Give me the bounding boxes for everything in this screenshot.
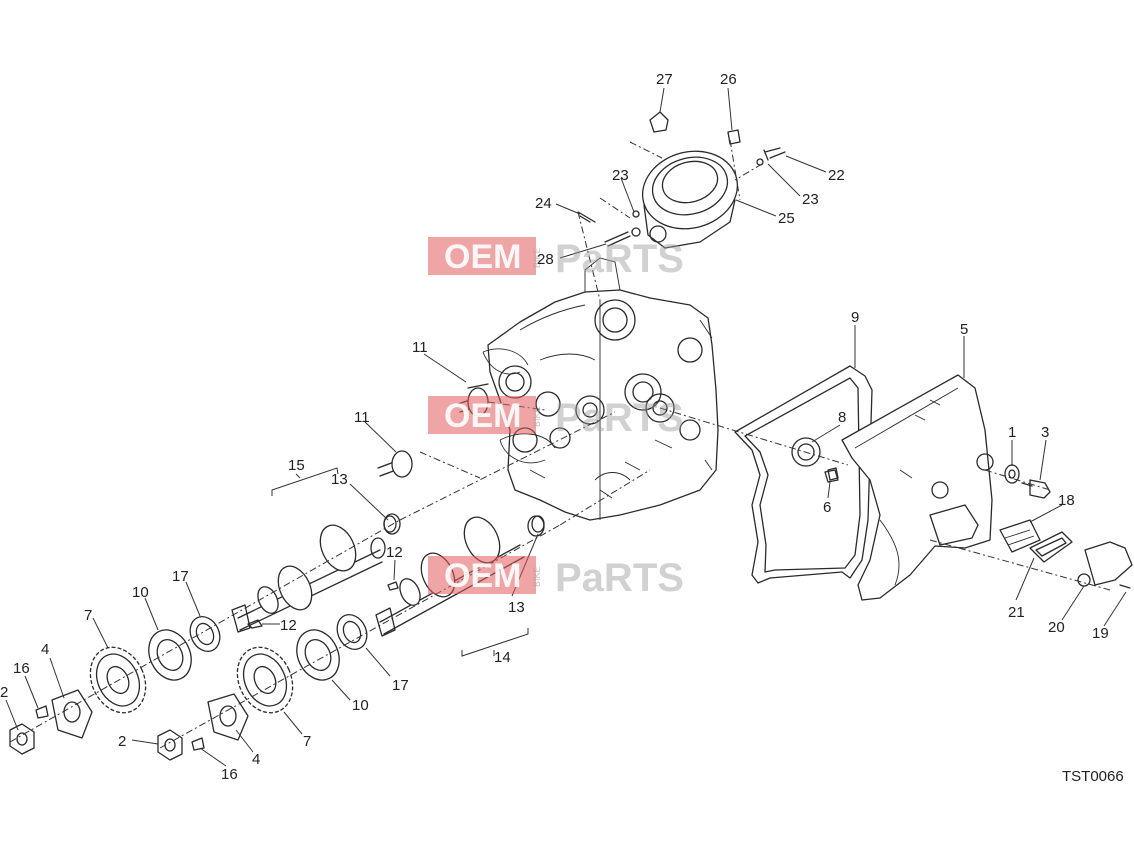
callout-14: 14 [494, 649, 511, 666]
callout-26: 26 [720, 71, 737, 88]
watermark-brand-a: OEM [444, 397, 521, 435]
callout-17: 17 [172, 568, 189, 585]
callout-23: 23 [802, 191, 819, 208]
callout-7: 7 [84, 607, 92, 624]
callout-21: 21 [1008, 604, 1025, 621]
leader-lines [5, 87, 1127, 767]
callout-11: 11 [354, 409, 370, 426]
callout-22: 22 [828, 167, 845, 184]
callout-23: 23 [612, 167, 629, 184]
callouts: 27 26 22 23 23 24 25 28 9 5 11 11 8 1 3 … [0, 71, 1109, 783]
cover-gasket [734, 365, 873, 584]
watermark-brand-b: PaRTS [555, 237, 684, 281]
watermark-bottom: OEM BIKE PaRTS [428, 556, 684, 600]
intake-flange [577, 111, 786, 249]
callout-15: 15 [288, 457, 305, 474]
callout-6: 6 [823, 499, 831, 516]
watermark-brand-b: PaRTS [555, 556, 684, 600]
watermark-brand-a: OEM [444, 557, 521, 595]
callout-4: 4 [41, 641, 49, 658]
watermark-brand-a: OEM [444, 238, 521, 276]
valve-cover [841, 374, 994, 601]
callout-20: 20 [1048, 619, 1065, 636]
callout-4: 4 [252, 751, 260, 768]
watermark-brand-small: BIKE [532, 566, 542, 587]
callout-2: 2 [118, 733, 126, 750]
callout-12: 12 [280, 617, 297, 634]
watermark-middle: OEM BIKE PaRTS [428, 396, 684, 440]
hubs [148, 629, 340, 681]
pulleys [89, 646, 294, 714]
callout-8: 8 [838, 409, 846, 426]
watermark-box [428, 396, 536, 434]
group-brackets [271, 467, 529, 657]
callout-24: 24 [535, 195, 552, 212]
camshaft-rear [231, 513, 401, 633]
callout-10: 10 [352, 697, 369, 714]
callout-11: 11 [412, 339, 428, 356]
small-plugs [383, 467, 839, 533]
watermark-brand-small: BIKE [532, 406, 542, 427]
callout-2: 2 [0, 684, 8, 701]
watermark-brand-small: BIKE [532, 247, 542, 268]
callout-19: 19 [1092, 625, 1109, 642]
watermark-box [428, 237, 536, 275]
callout-13: 13 [331, 471, 348, 488]
watermark-box [428, 556, 536, 594]
cylinder-head [482, 257, 719, 521]
watermark-brand-b: PaRTS [555, 396, 684, 440]
callout-28: 28 [537, 251, 554, 268]
callout-16: 16 [13, 660, 30, 677]
callout-3: 3 [1041, 424, 1049, 441]
callout-25: 25 [778, 210, 795, 227]
callout-9: 9 [851, 309, 859, 326]
callout-7: 7 [303, 733, 311, 750]
callout-27: 27 [656, 71, 673, 88]
callout-16: 16 [221, 766, 238, 783]
callout-10: 10 [132, 584, 149, 601]
callout-13: 13 [508, 599, 525, 616]
drawing-code: TST0066 [1062, 768, 1124, 785]
cover-fasteners [999, 464, 1133, 589]
seals-keys [189, 581, 399, 653]
watermark-top: OEM BIKE PaRTS [428, 237, 684, 281]
callout-1: 1 [1008, 424, 1016, 441]
callout-12: 12 [386, 544, 403, 561]
callout-17: 17 [392, 677, 409, 694]
callout-18: 18 [1058, 492, 1075, 509]
callout-5: 5 [960, 321, 968, 338]
